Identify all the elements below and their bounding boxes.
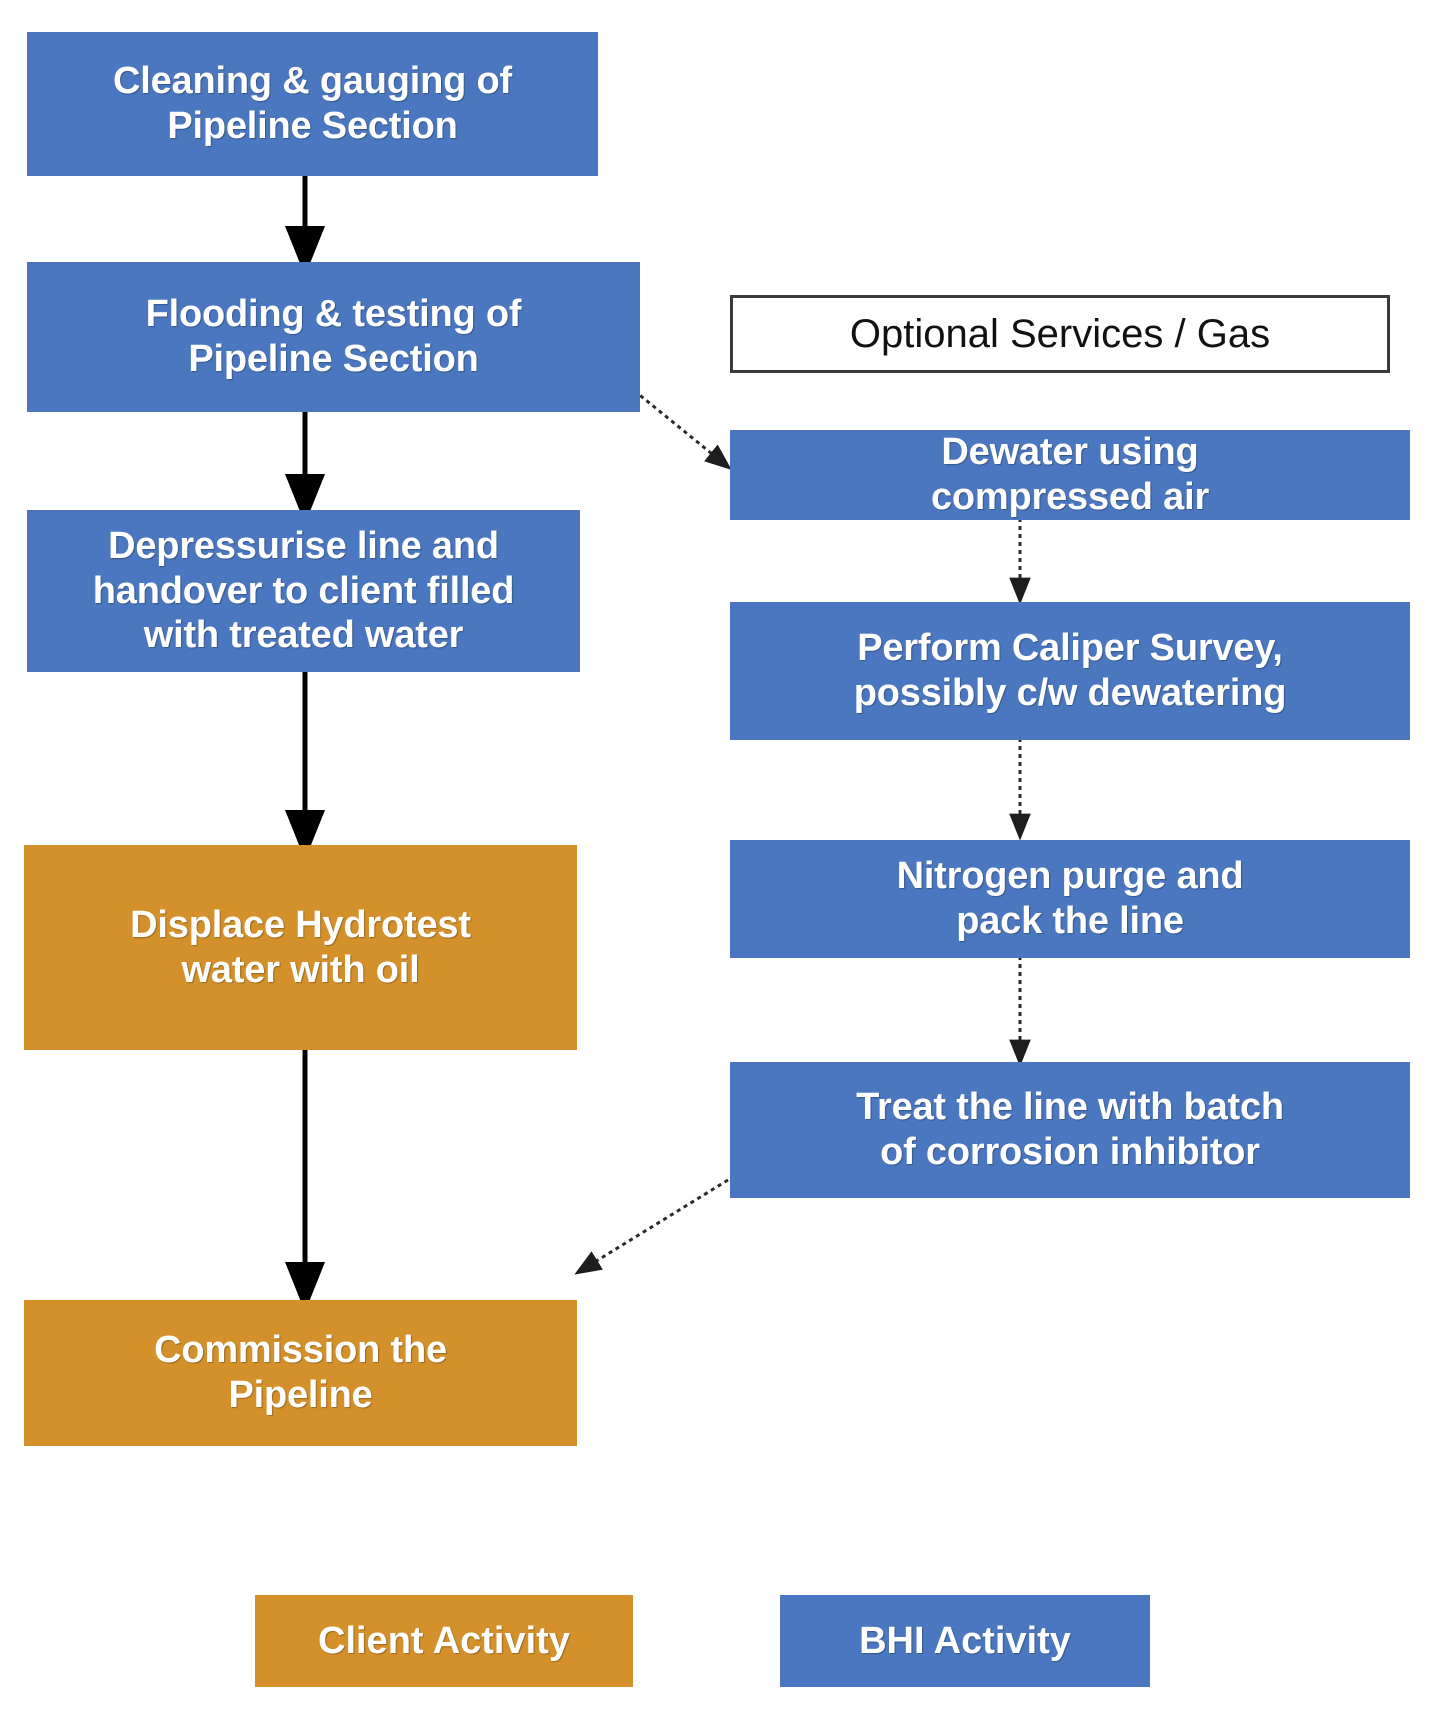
node-flooding-and-testing[interactable]: Flooding & testing of Pipeline Section bbox=[27, 262, 640, 412]
legend-bhi-activity-label: BHI Activity bbox=[859, 1619, 1071, 1662]
node-cleaning-label: Cleaning & gauging of Pipeline Section bbox=[113, 60, 512, 147]
legend-client-activity-label: Client Activity bbox=[318, 1619, 570, 1662]
node-dewater-compressed-air[interactable]: Dewater using compressed air bbox=[730, 430, 1410, 520]
node-commission-label: Commission the Pipeline bbox=[154, 1329, 447, 1416]
optional-services-header-box: Optional Services / Gas bbox=[730, 295, 1390, 373]
node-dewater-label: Dewater using compressed air bbox=[930, 431, 1210, 518]
connector-inhibitor-to-commission bbox=[574, 1178, 729, 1275]
node-caliper-label: Perform Caliper Survey, possibly c/w dew… bbox=[853, 627, 1287, 714]
legend-bhi-activity: BHI Activity bbox=[780, 1595, 1150, 1687]
node-displace-hydrotest-water[interactable]: Displace Hydrotest water with oil bbox=[24, 845, 577, 1050]
node-flooding-label: Flooding & testing of Pipeline Section bbox=[145, 293, 522, 380]
legend-client-activity: Client Activity bbox=[255, 1595, 633, 1687]
node-nitrogen-purge-pack[interactable]: Nitrogen purge and pack the line bbox=[730, 840, 1410, 958]
node-perform-caliper-survey[interactable]: Perform Caliper Survey, possibly c/w dew… bbox=[730, 602, 1410, 740]
node-depressurise-label: Depressurise line and handover to client… bbox=[92, 524, 515, 657]
node-displace-label: Displace Hydrotest water with oil bbox=[130, 903, 471, 991]
node-nitrogen-label: Nitrogen purge and pack the line bbox=[896, 855, 1244, 942]
node-inhibitor-label: Treat the line with batch of corrosion i… bbox=[856, 1086, 1284, 1173]
node-commission-the-pipeline[interactable]: Commission the Pipeline bbox=[24, 1300, 577, 1446]
node-cleaning-and-gauging[interactable]: Cleaning & gauging of Pipeline Section bbox=[27, 32, 598, 176]
node-depressurise-handover[interactable]: Depressurise line and handover to client… bbox=[27, 510, 580, 672]
node-treat-line-corrosion-inhibitor[interactable]: Treat the line with batch of corrosion i… bbox=[730, 1062, 1410, 1198]
optional-services-label: Optional Services / Gas bbox=[849, 311, 1271, 356]
